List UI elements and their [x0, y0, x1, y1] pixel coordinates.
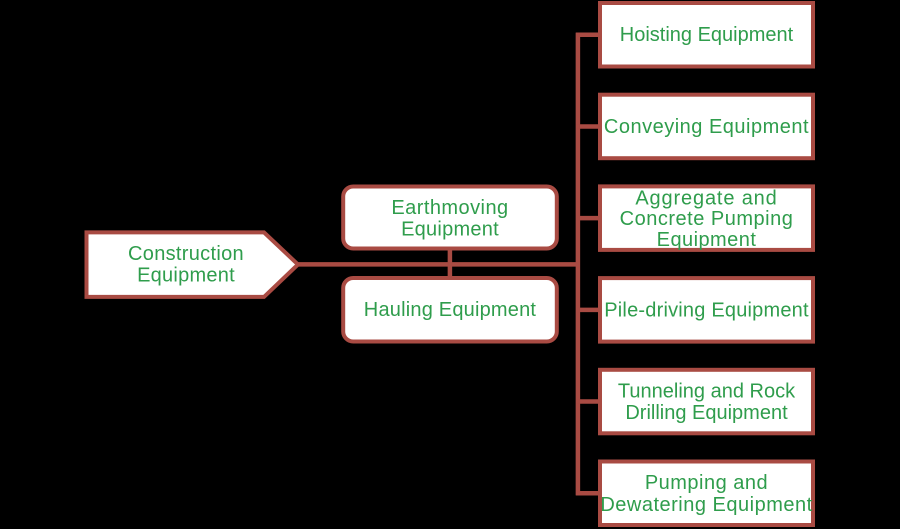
svg-text:Pile-driving Equipment: Pile-driving Equipment [604, 299, 809, 321]
svg-text:Earthmoving: Earthmoving [391, 197, 508, 219]
svg-text:Equipment: Equipment [401, 219, 499, 241]
svg-text:Concrete Pumping: Concrete Pumping [620, 208, 794, 230]
svg-text:Equipment: Equipment [657, 229, 757, 251]
svg-text:Equipment: Equipment [137, 265, 235, 287]
svg-text:Conveying Equipment: Conveying Equipment [604, 116, 809, 138]
svg-text:Drilling Equipment: Drilling Equipment [625, 402, 788, 424]
svg-text:Hoisting Equipment: Hoisting Equipment [620, 24, 794, 46]
svg-text:Tunneling and Rock: Tunneling and Rock [618, 381, 796, 403]
svg-text:Dewatering Equipment: Dewatering Equipment [600, 494, 812, 516]
svg-text:Aggregate and: Aggregate and [635, 187, 777, 209]
svg-text:Pumping and: Pumping and [645, 472, 768, 494]
svg-text:Construction: Construction [128, 243, 244, 265]
svg-text:Hauling Equipment: Hauling Equipment [364, 299, 537, 321]
